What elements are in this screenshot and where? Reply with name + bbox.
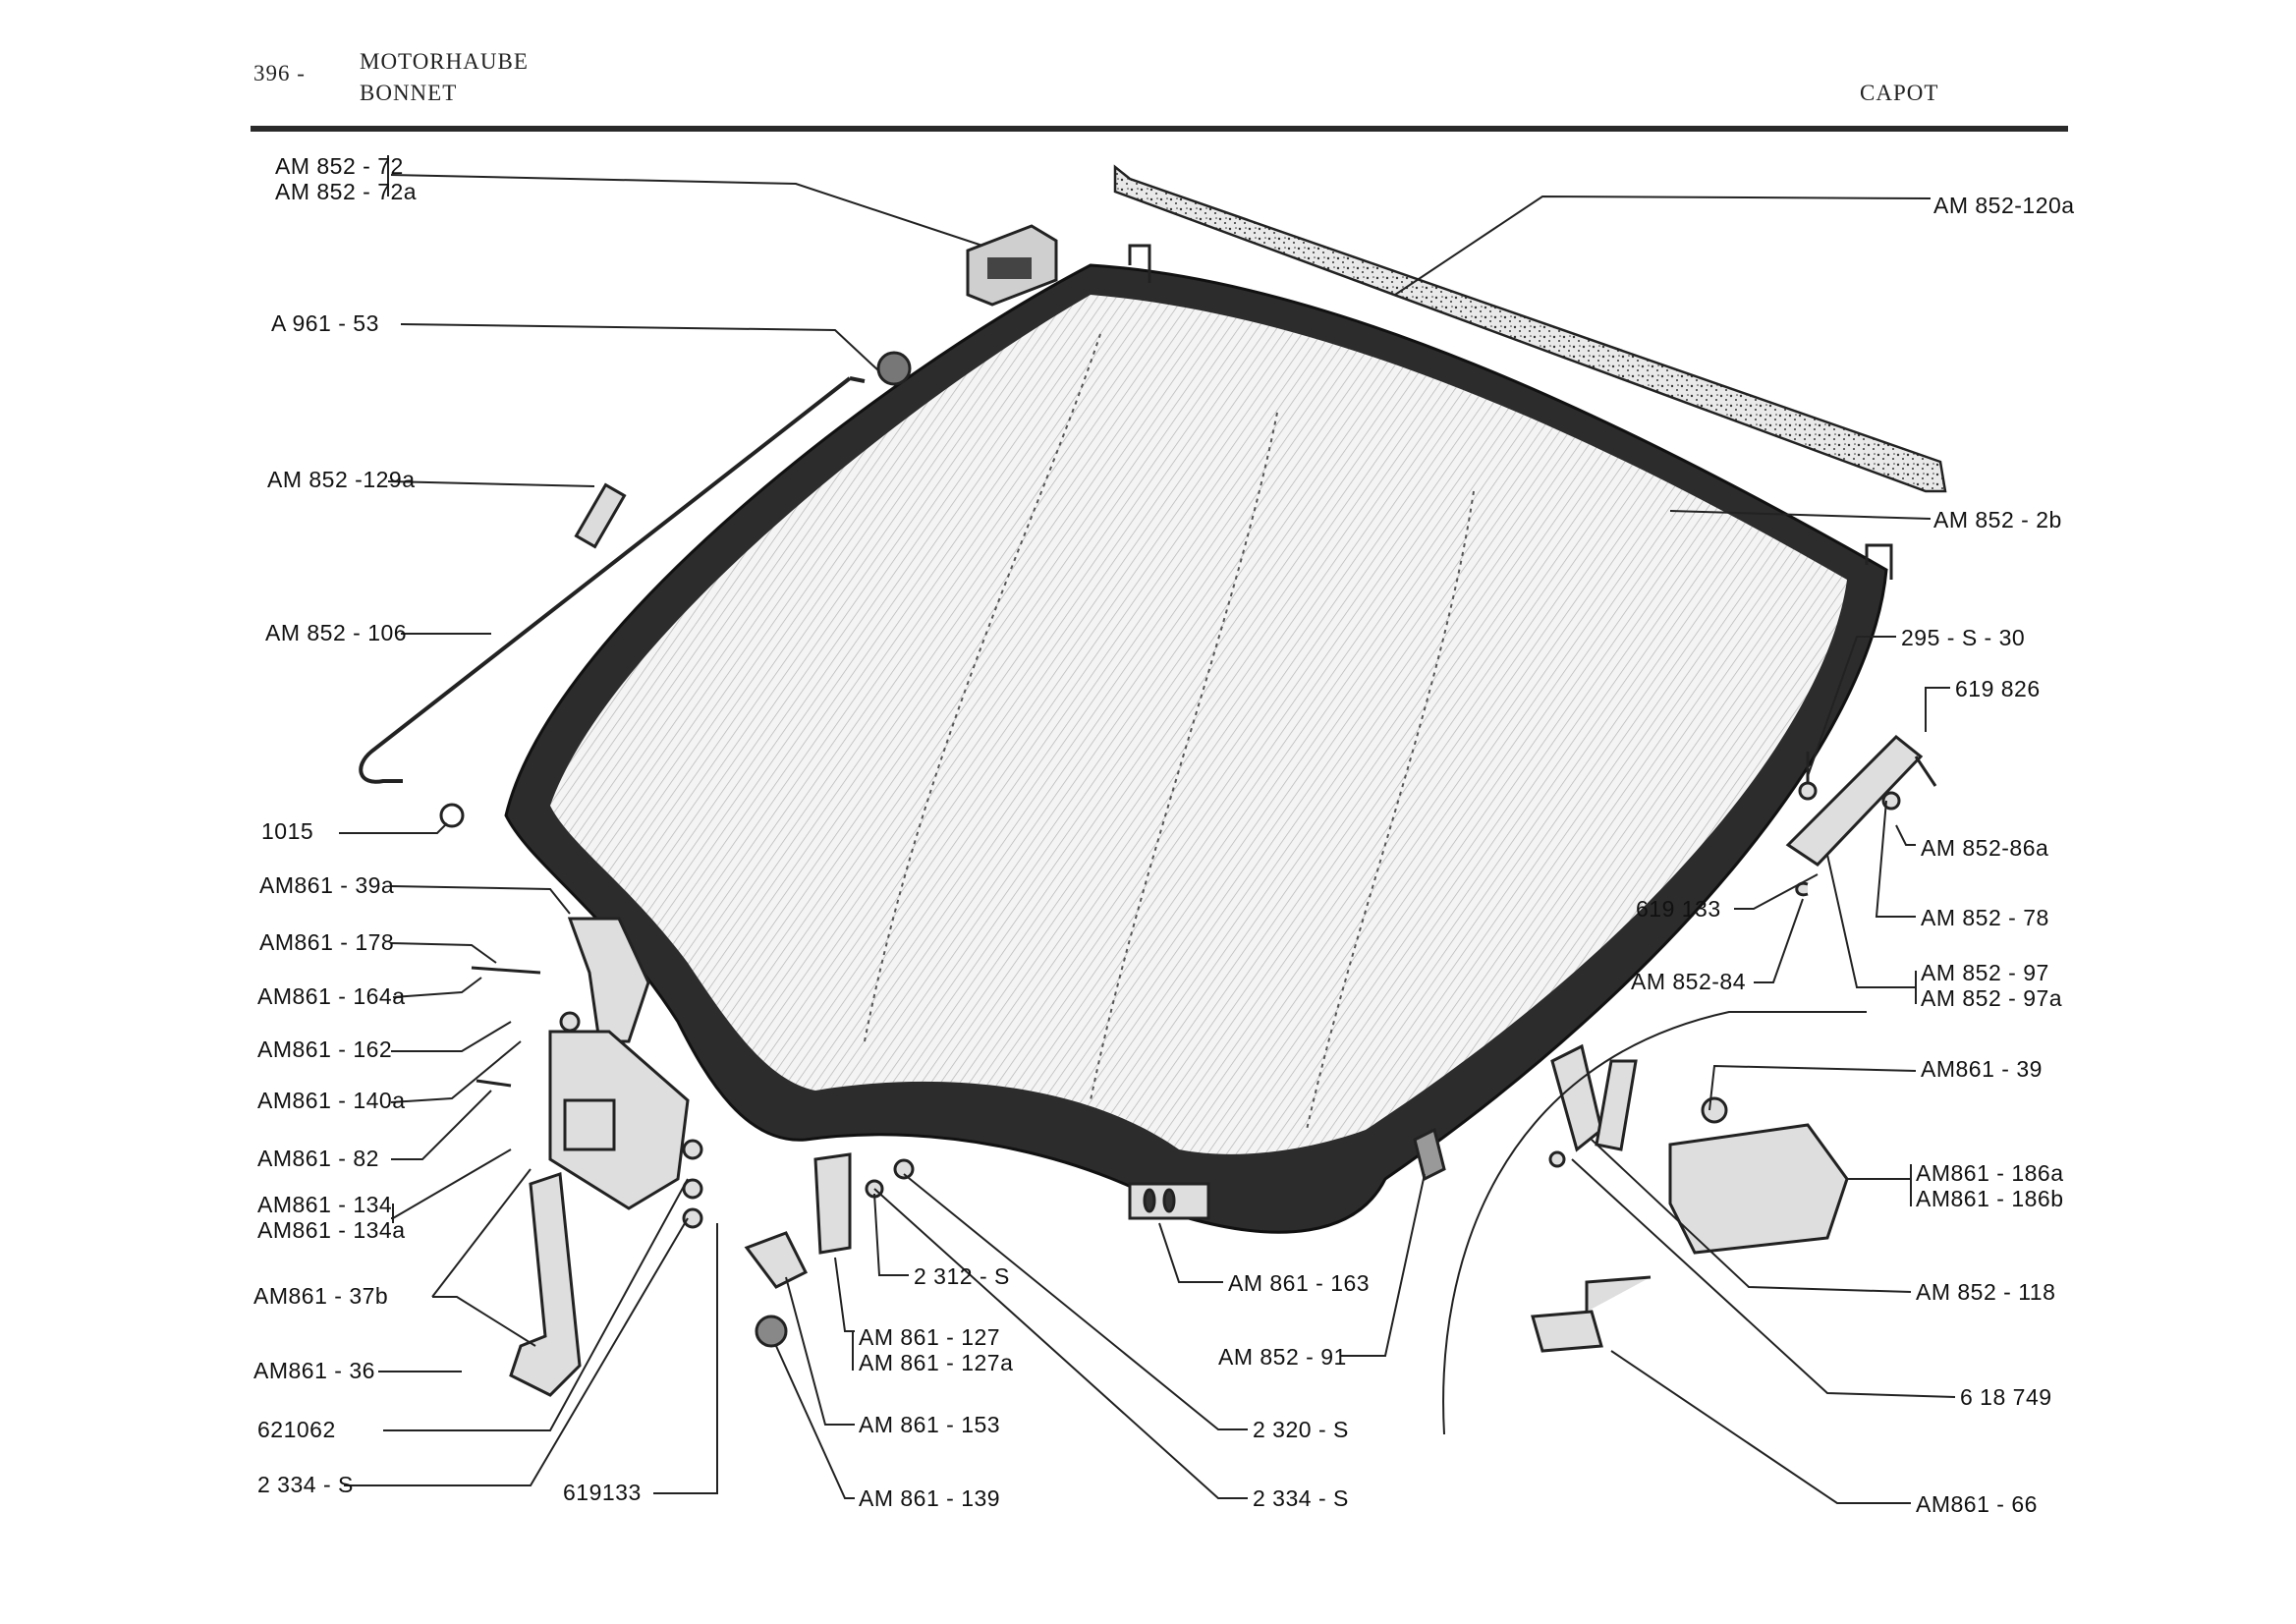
part-label: AM861 - 186a: [1916, 1160, 2064, 1186]
part-label: AM861 - 162: [257, 1036, 393, 1062]
center-small-parts: [744, 1127, 1446, 1348]
detail-circle-arc: [1442, 1011, 1867, 1435]
part-label: AM 852 - 78: [1921, 905, 2049, 930]
part-label: AM861 - 134a: [257, 1217, 406, 1243]
part-label: 619 133: [1636, 896, 1721, 922]
lock-plate-assembly: [1531, 1043, 1849, 1353]
left-hinge-assembly: [471, 917, 703, 1397]
title-french: CAPOT: [1860, 81, 1939, 105]
part-label: AM 852-86a: [1921, 835, 2049, 861]
part-label: AM 852-84: [1631, 969, 1747, 994]
part-label: AM 861 - 139: [859, 1485, 1001, 1511]
part-label: 2 334 - S: [257, 1472, 354, 1497]
part-label: AM861 - 37b: [253, 1283, 389, 1309]
part-label: 2 320 - S: [1253, 1417, 1349, 1442]
rod-sleeve: [574, 482, 627, 549]
part-label: 295 - S - 30: [1901, 625, 2026, 650]
rubber-buffer: [876, 351, 912, 386]
part-label: 6 18 749: [1960, 1384, 2052, 1410]
part-label: AM 861 - 127: [859, 1324, 1001, 1350]
title-english: BONNET: [360, 81, 458, 105]
part-label: 1015: [261, 818, 314, 844]
part-label: AM 852 - 97a: [1921, 985, 2063, 1011]
part-label: AM 852 - 118: [1916, 1279, 2056, 1305]
header-rule: [251, 126, 2068, 132]
part-label: AM 852 - 2b: [1933, 507, 2062, 532]
part-label: 619 826: [1955, 676, 2041, 701]
latch-part: [966, 224, 1058, 307]
title-german: MOTORHAUBE: [360, 49, 529, 74]
part-label: 619133: [563, 1480, 642, 1505]
seal-strip: [1113, 164, 1947, 493]
part-label: 2 334 - S: [1253, 1485, 1349, 1511]
part-label: AM861 - 186b: [1916, 1186, 2064, 1211]
part-label: AM861 - 39: [1921, 1056, 2043, 1082]
part-label: 2 312 - S: [914, 1263, 1010, 1289]
part-label: AM 852-120a: [1933, 193, 2075, 218]
part-label: AM 861 - 163: [1228, 1270, 1371, 1296]
striker-assembly: [1785, 734, 1937, 897]
part-label: AM861 - 164a: [257, 983, 406, 1009]
part-label: AM861 - 140a: [257, 1088, 406, 1113]
part-label: AM 861 - 153: [859, 1412, 1001, 1437]
part-label: AM 852 - 72a: [275, 179, 418, 204]
part-label: 621062: [257, 1417, 336, 1442]
part-label: AM 852 - 72: [275, 153, 404, 179]
part-label: AM861 - 39a: [259, 872, 395, 898]
part-label: AM 852 - 97: [1921, 960, 2049, 985]
part-label: AM861 - 178: [259, 929, 395, 955]
page-number: 396 -: [253, 61, 306, 85]
part-label: AM861 - 82: [257, 1146, 379, 1171]
part-label: AM 852 - 106: [265, 620, 408, 645]
prop-rod: [359, 376, 866, 784]
part-label: A 961 - 53: [271, 310, 379, 336]
leader-lines: [339, 155, 1956, 1504]
bonnet-panel: [504, 244, 1893, 1234]
part-label: AM861 - 134: [257, 1192, 393, 1217]
part-label: AM 861 - 127a: [859, 1350, 1014, 1375]
washer-1015: [439, 803, 465, 828]
part-label: AM 852 -129a: [267, 467, 416, 492]
part-label: AM861 - 36: [253, 1358, 375, 1383]
part-label: AM 852 - 91: [1218, 1344, 1347, 1370]
part-label: AM861 - 66: [1916, 1491, 2038, 1517]
